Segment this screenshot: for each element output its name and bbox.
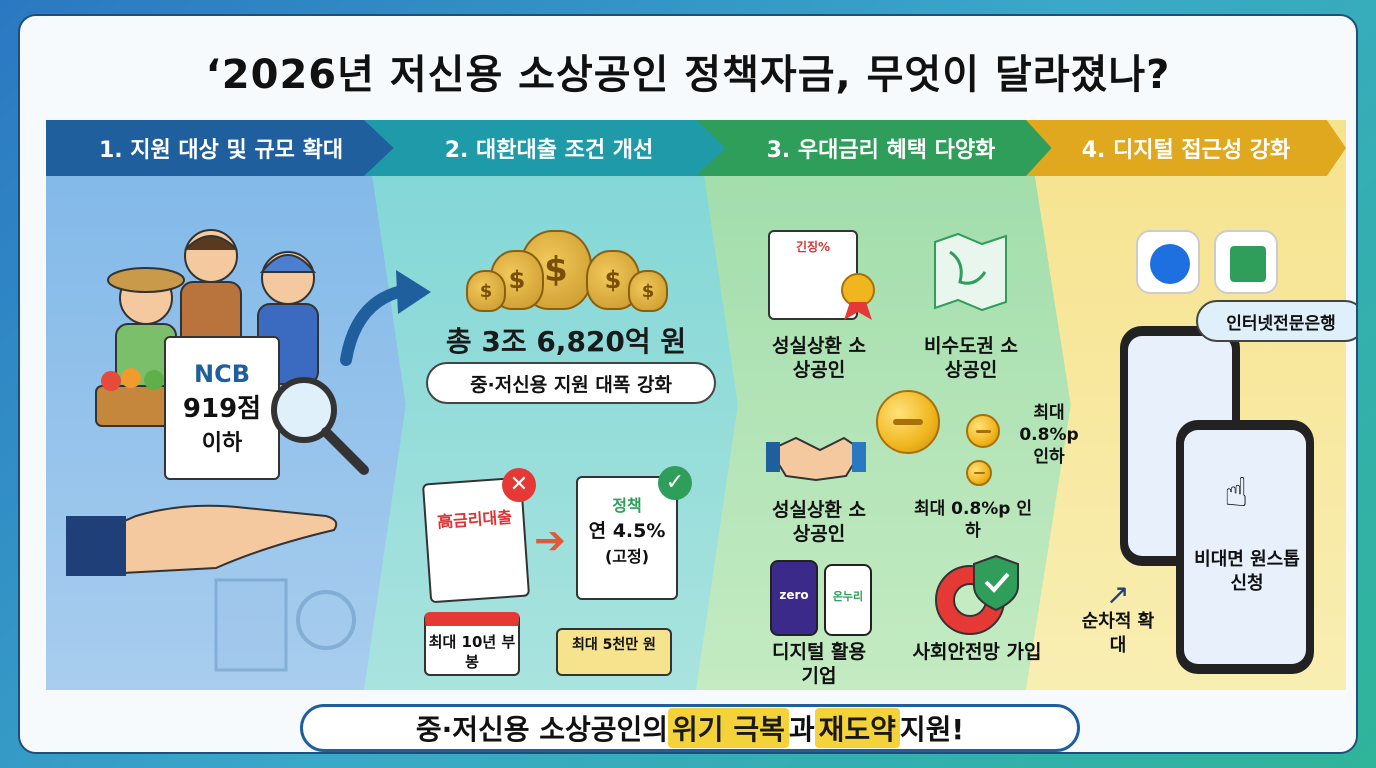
check-icon: ✓ [658, 466, 692, 500]
rate-center: 최대 0.8%p 인하 [913, 499, 1033, 541]
bottom-banner: 중·저신용 소상공인의 위기 극복 과 재도약 지원! [300, 704, 1080, 752]
label-safetynet: 사회안전망 가입 [912, 641, 1042, 663]
new-loan-fixed: (고정) [604, 547, 650, 566]
coin-icon [966, 460, 992, 486]
calendar-icon: 최대 10년 부봉 [424, 612, 520, 676]
bottom-highlight-2: 재도약 [814, 708, 900, 748]
section-header-1: 1. 지원 대상 및 규모 확대 [46, 120, 396, 176]
handshake-icon [766, 436, 866, 482]
ncb-document: NCB 919점 이하 [164, 336, 280, 480]
bottom-text-post: 지원! [899, 713, 965, 746]
certificate-doc: 긴징% [768, 230, 858, 320]
ncb-title: NCB [194, 360, 250, 388]
total-amount: 총 3조 6,820억 원 [445, 325, 687, 358]
apply-label: 비대면 원스톱 신청 [1194, 549, 1300, 594]
arrow-icon: ➔ [534, 518, 566, 562]
new-loan-doc: 정책 연 4.5% (고정) [576, 476, 678, 600]
label-digital: 디지털 활용 기업 [771, 641, 866, 687]
label-sincere-2: 성실상환 소상공인 [771, 499, 866, 545]
touch-hand-icon: ☝ [1224, 470, 1249, 516]
panel-2 [364, 120, 744, 690]
certificate-label: 긴징% [795, 240, 831, 254]
subtitle-pill: 중·저신용 지원 대폭 강화 [426, 362, 716, 404]
infographic-frame: ‘2026년 저신용 소상공인 정책자금, 무엇이 달라졌나? 1. 지원 대상… [18, 14, 1358, 754]
app-zero-label: zero [779, 588, 809, 602]
calendar-label: 최대 10년 부봉 [428, 633, 516, 671]
old-loan-label: 高금리대출 [436, 507, 513, 532]
section-header-2: 2. 대환대출 조건 개선 [364, 120, 734, 176]
lifebuoy-icon [935, 554, 1019, 635]
arrow-right-icon [340, 270, 431, 366]
bottom-highlight-1: 위기 극복 [668, 708, 789, 748]
money-bag-icon: $ [628, 270, 668, 312]
panels: 1. 지원 대상 및 규모 확대 2. 대환대출 조건 개선 3. 우대금리 혜… [46, 120, 1356, 690]
money-bag-icon: $ [466, 270, 506, 312]
reject-icon: ✕ [502, 468, 536, 502]
magnifier-icon [271, 377, 369, 475]
phone-front [1176, 420, 1314, 674]
new-loan-title: 정책 [612, 496, 642, 515]
bottom-text-pre: 중·저신용 소상공인의 [415, 713, 669, 746]
section-header-3: 3. 우대금리 혜택 다양화 [696, 120, 1066, 176]
label-nonmetro: 비수도권 소상공인 [923, 335, 1018, 381]
bottom-text-mid: 과 [788, 713, 815, 746]
medal-icon [841, 273, 875, 320]
new-loan-rate: 연 4.5% [588, 520, 666, 542]
price-tag: 최대 5천만 원 [556, 628, 672, 676]
section-header-4: 4. 디지털 접근성 강화 [1026, 120, 1346, 176]
arrow-up-icon: ↗ [1106, 578, 1130, 611]
app-onnuri-label: 온누리 [832, 590, 864, 603]
page-title: ‘2026년 저신용 소상공인 정책자금, 무엇이 달라졌나? [205, 52, 1171, 98]
expand-label: 순차적 확대 [1081, 611, 1155, 656]
map-icon [934, 232, 1007, 312]
bank-app-icon-2 [1214, 230, 1278, 294]
coin-icon [876, 390, 940, 454]
ncb-below: 이하 [201, 431, 243, 456]
bank-tag: 인터넷전문은행 [1196, 300, 1356, 342]
coins-stack-icon [214, 578, 356, 672]
ncb-score: 919점 [182, 394, 262, 424]
app-zero-card: zero [770, 560, 818, 636]
tag-label: 최대 5천만 원 [572, 637, 656, 653]
label-sincere-1: 성실상환 소상공인 [771, 335, 866, 381]
rate-right: 최대 0.8%p 인하 [1019, 403, 1079, 467]
app-onnuri-card: 온누리 [824, 564, 872, 636]
coin-icon [966, 414, 1000, 448]
bank-app-icon-1 [1136, 230, 1200, 294]
